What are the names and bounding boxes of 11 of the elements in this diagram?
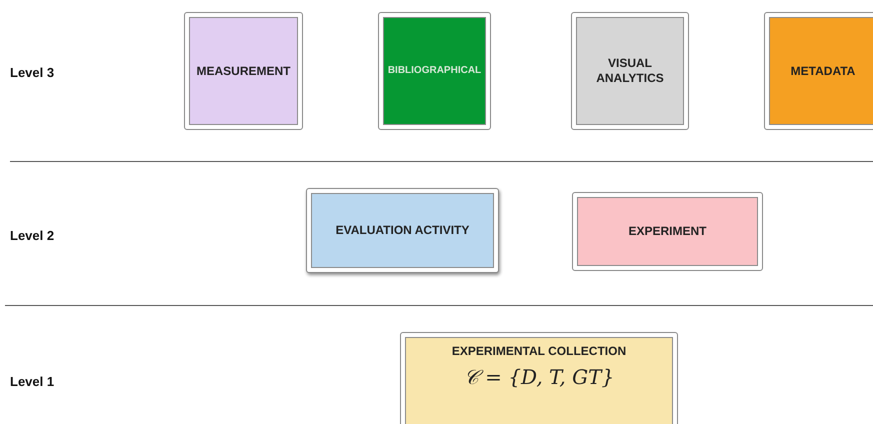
box-title: EXPERIMENTAL COLLECTION (452, 344, 626, 359)
box-title: VISUAL ANALYTICS (595, 56, 665, 86)
box-title: BIBLIOGRAPHICAL (388, 64, 482, 78)
formula: 𝒞 = {D, T, GT} (464, 365, 614, 389)
box-title: MEASUREMENT (196, 64, 290, 78)
level-label: Level 2 (10, 228, 54, 243)
box-title: EVALUATION ACTIVITY (336, 223, 470, 238)
level-label: Level 1 (10, 374, 54, 389)
level-label: Level 3 (10, 65, 54, 80)
box-title: EXPERIMENT (628, 224, 706, 239)
box-title: METADATA (790, 64, 856, 78)
